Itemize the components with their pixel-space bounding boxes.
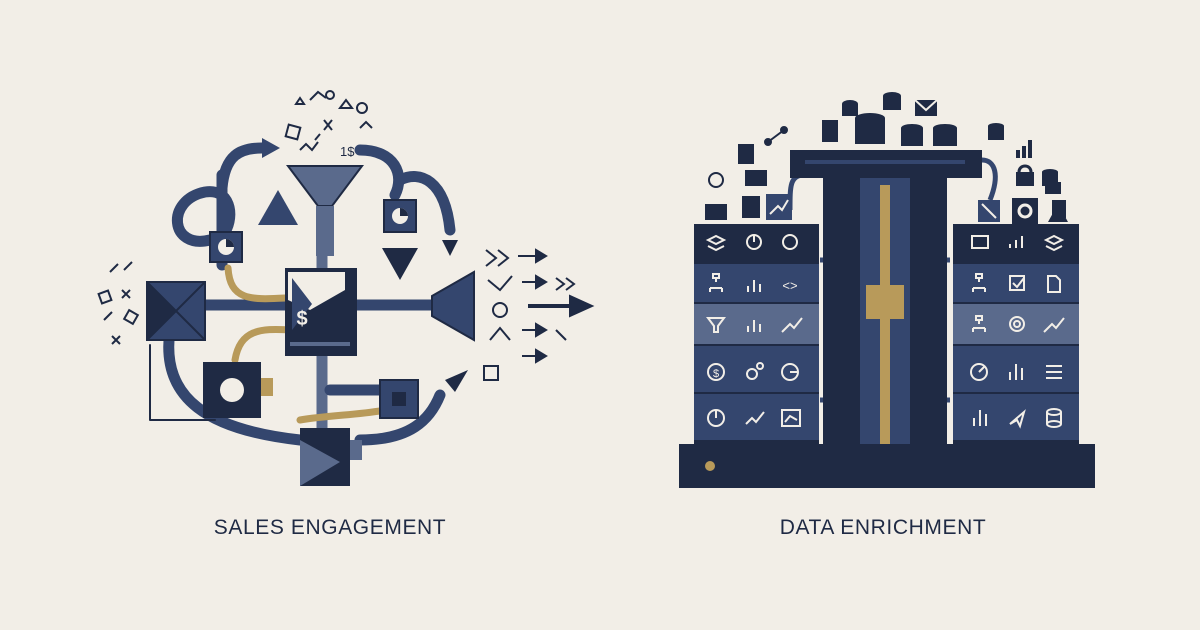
pipe-right-vertical (981, 157, 998, 201)
trend-up-icon (766, 194, 792, 220)
down-arrow-head-right (442, 240, 458, 256)
right-rack-row-5 (953, 394, 1079, 440)
envelope-box-icon (146, 281, 206, 341)
pie-icon-2 (781, 363, 799, 381)
target-icon (1009, 316, 1025, 332)
bar-chart-icon (747, 280, 761, 292)
clock-icon (708, 172, 724, 188)
funnel-small-icon (706, 317, 726, 333)
layers-icon-rack (1043, 234, 1065, 252)
trend-up-icon-rack (1043, 317, 1065, 333)
bar-chart-icon-rack-3 (973, 410, 987, 426)
data-enrichment-illustration: <> $ (679, 92, 1095, 488)
pipe-right-loop (354, 144, 405, 201)
hierarchy-icon-rack (972, 273, 986, 292)
thin-line-left (149, 344, 216, 421)
pipe-gold-1 (224, 264, 289, 303)
up-right-arrow-head (445, 370, 468, 392)
bar-chart-icon-rack (1009, 236, 1023, 248)
down-triangle-box (382, 199, 418, 280)
pipe-left-vertical (787, 172, 806, 211)
tower-gold-rail (880, 185, 890, 465)
right-rack-row-2 (953, 264, 1079, 302)
scattered-arrows-right (483, 248, 595, 381)
tower-gold-block (866, 285, 904, 319)
gear-dollar-icon (782, 234, 798, 250)
gauge-box-icon (209, 231, 243, 263)
square-box-icon (379, 379, 419, 419)
checkbox-icon (1009, 275, 1025, 291)
left-rack-row-2 (694, 264, 819, 302)
layers-icon (705, 234, 727, 252)
database-stack-icons (842, 92, 1058, 186)
trend-down-icon (978, 200, 1000, 222)
tower-cap-line (805, 160, 965, 164)
hierarchy-icon-rack-2 (972, 315, 986, 332)
funnel-icon (286, 165, 364, 256)
sales-engagement-illustration: $ 1$ (97, 90, 595, 486)
scattered-icons-top (284, 90, 373, 152)
up-arrow-icon (258, 190, 298, 225)
bar-chart-icon-rack-2 (1009, 364, 1023, 380)
lock-icon (1016, 164, 1034, 186)
play-box-icon (300, 428, 362, 486)
hierarchy-icon (709, 273, 723, 292)
trend-line-icon-2 (745, 411, 765, 425)
dollar-circle-symbol: $ (713, 368, 719, 380)
folder-icon-rack (971, 235, 989, 249)
server-base (679, 444, 1095, 488)
left-rack-row-5 (694, 394, 819, 440)
code-symbol: <> (782, 278, 797, 293)
bar-chart-icon-top (1016, 140, 1032, 158)
right-arrow-head-top (262, 138, 280, 158)
base-indicator-light (705, 461, 715, 471)
pipe-bottom-right (354, 389, 446, 446)
list-icon (1046, 365, 1062, 379)
pipe-gold-2 (231, 326, 294, 364)
pipe-arrow-top (216, 142, 268, 194)
pie-chart-icon (746, 234, 762, 250)
share-node-icon (764, 126, 788, 146)
gears-icon (746, 362, 764, 380)
trend-line-icon (781, 317, 803, 333)
dollar-symbol: $ (296, 308, 307, 330)
gear-icon-top (1012, 198, 1038, 224)
pipe-gold-3 (296, 406, 389, 424)
pipe-right-arc (394, 171, 456, 236)
pipe-loop-top-left (172, 186, 236, 247)
database-icon-rack (1046, 408, 1062, 428)
envelope-icon (914, 99, 938, 116)
sales-engagement-caption: SALES ENGAGEMENT (213, 516, 447, 539)
bar-chart-icon-2 (747, 320, 761, 332)
file-icon (1047, 275, 1061, 293)
data-enrichment-caption: DATA ENRICHMENT (779, 516, 987, 539)
dollar-processor-box (285, 268, 357, 356)
pipe-bottom-left (163, 324, 306, 446)
chart-box-icon (781, 409, 801, 427)
scattered-icons-left (97, 261, 140, 345)
folder-icons (705, 170, 1061, 220)
warning-icon (1048, 204, 1068, 222)
megaphone-icon (431, 270, 475, 342)
navigation-arrow-icon (1009, 409, 1026, 429)
pie-icon-rack (970, 363, 988, 381)
scatter-amount-label: 1$ (340, 144, 355, 159)
camera-box-icon (203, 362, 273, 418)
dollar-circle-icon (707, 363, 725, 381)
pie-icon-3 (707, 409, 725, 427)
